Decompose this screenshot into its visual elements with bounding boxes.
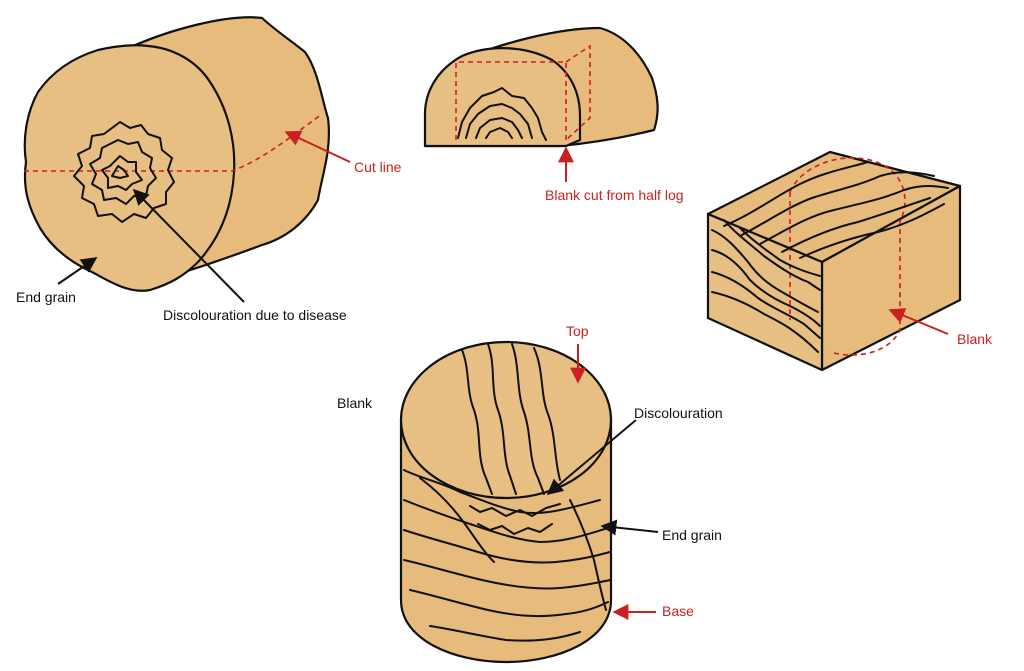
log-cut-line <box>24 113 323 172</box>
block-front-grain-1 <box>711 229 819 313</box>
label-discolouration: Discolouration <box>634 405 723 421</box>
log-ring-middle <box>89 139 157 205</box>
cylinder-top-grain-1 <box>461 349 493 495</box>
cylinder-side-grain-1 <box>403 469 601 515</box>
cylinder-side-grain-3 <box>403 529 611 564</box>
arrow-block-blank <box>888 308 949 335</box>
block-top-grain-5 <box>799 203 945 259</box>
cylinder-top-grain-3 <box>511 343 545 495</box>
log-ring-outer <box>73 121 175 223</box>
label-end-grain-log: End grain <box>16 289 76 305</box>
block-front-grain-3 <box>711 271 821 339</box>
block-figure <box>706 150 962 372</box>
block-blank-outline <box>789 157 906 356</box>
cylinder-side-grain-8 <box>569 499 607 611</box>
half-log-ring-3 <box>475 117 523 139</box>
half-log-blank-outline <box>455 44 591 141</box>
label-discolouration-disease: Discolouration due to disease <box>163 307 347 323</box>
label-blank-block: Blank <box>957 331 993 347</box>
arrow-end-grain-log <box>57 257 98 285</box>
cylinder-side-grain-2 <box>403 499 609 543</box>
cylinder-top-grain-2 <box>487 343 517 495</box>
label-blank-cylinder: Blank <box>337 395 373 411</box>
label-end-grain-cylinder: End grain <box>662 527 722 543</box>
half-log-ring-2 <box>465 103 533 139</box>
block-top-grain-1 <box>739 171 935 237</box>
cylinder-side-grain-4 <box>403 559 611 590</box>
cylinder-side-grain-6 <box>429 625 581 642</box>
label-top: Top <box>566 323 589 339</box>
half-log-end-face <box>423 47 582 148</box>
labels: Cut line End grain Discolouration due to… <box>16 159 993 619</box>
log-ring-inner <box>101 155 143 191</box>
half-log-figure <box>423 26 659 148</box>
cylinder-figure <box>399 340 613 664</box>
label-cut-line: Cut line <box>354 159 402 175</box>
block-top-grain-4 <box>723 161 869 227</box>
block-front-grain-6 <box>739 227 821 277</box>
log-figure <box>23 16 330 292</box>
block-front-grain-5 <box>723 219 821 291</box>
arrow-discolouration <box>546 419 637 496</box>
arrow-cut-line <box>284 130 351 163</box>
cylinder-top-face <box>399 340 613 500</box>
cylinder-side-grain-5 <box>409 589 609 618</box>
cylinder-discolouration-1 <box>469 503 561 517</box>
cylinder-side-grain-7 <box>419 477 495 563</box>
block-top-grain-3 <box>781 197 931 253</box>
arrow-discolouration-disease <box>132 188 245 303</box>
log-ring-core <box>111 165 129 179</box>
cylinder-top-grain-4 <box>533 347 561 481</box>
annotation-arrows <box>57 130 949 620</box>
log-end-face <box>23 44 236 292</box>
arrow-end-grain-cylinder <box>600 519 659 536</box>
block-front-grain-2 <box>711 249 821 327</box>
block-top-grain-2 <box>759 185 949 245</box>
block-front-grain-4 <box>711 291 819 353</box>
label-blank-half-log: Blank cut from half log <box>545 187 684 203</box>
half-log-ring-1 <box>457 87 547 141</box>
half-log-ring-4 <box>485 127 513 139</box>
label-base: Base <box>662 603 694 619</box>
